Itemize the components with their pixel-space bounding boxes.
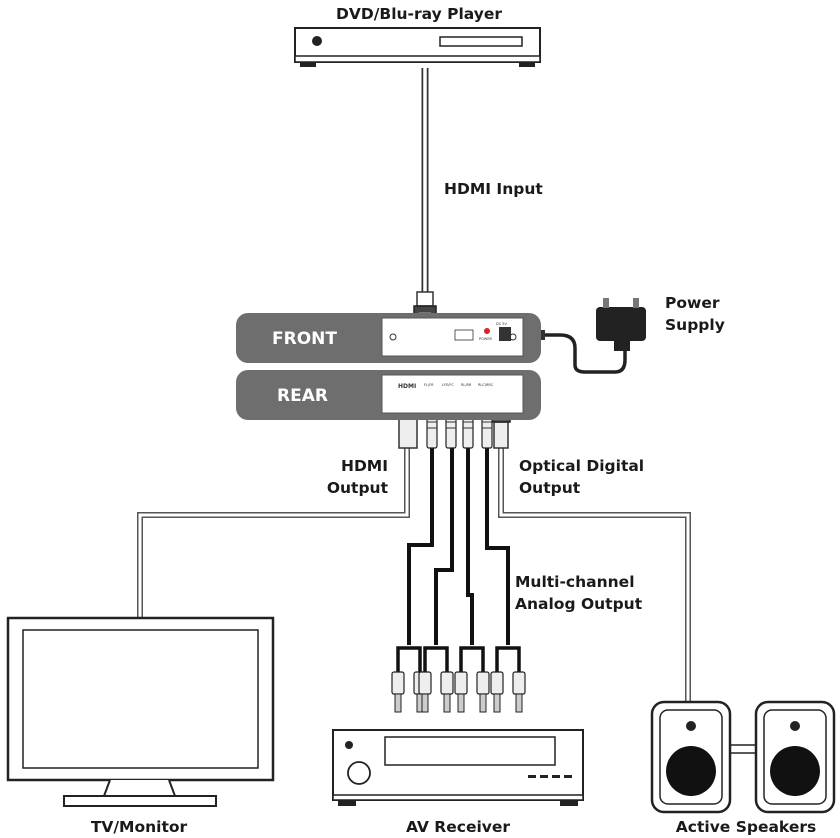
rear-hdmi-logo: HDMI xyxy=(398,383,416,390)
rear-label: REAR xyxy=(277,386,328,406)
power-port-label: DC 5V xyxy=(496,322,507,326)
tv-screen xyxy=(22,629,259,769)
power-supply xyxy=(596,298,646,351)
receiver-label: AV Receiver xyxy=(406,818,510,836)
rear-port-fl: FL/FR xyxy=(424,383,434,387)
optical-output-label-1: Optical Digital xyxy=(519,457,644,475)
speakers-label: Active Speakers xyxy=(676,818,816,836)
optical-output-label-2: Output xyxy=(519,479,581,497)
analog-output-cables xyxy=(407,448,510,645)
power-led-label: POWER xyxy=(479,337,493,341)
player-label: DVD/Blu-ray Player xyxy=(336,5,502,23)
optical-output-cable xyxy=(491,395,691,702)
front-panel: POWER DC 5V xyxy=(236,313,541,363)
volume-knob-icon xyxy=(347,761,371,785)
rear-port-rlc: RLC/RRC xyxy=(478,383,494,387)
av-receiver xyxy=(332,729,584,806)
power-supply-label-2: Supply xyxy=(665,316,725,334)
front-label: FRONT xyxy=(272,329,337,349)
hdmi-output-label-2: Output xyxy=(327,479,389,497)
analog-output-label-2: Analog Output xyxy=(515,595,643,613)
receiver-display xyxy=(384,736,556,766)
active-speakers xyxy=(650,700,836,814)
rear-panel: HDMI FL/FR LFE/FC RL/RR RLC/RRC xyxy=(236,370,541,420)
tv-monitor xyxy=(6,616,275,807)
receiver-power-icon xyxy=(345,741,353,749)
hdmi-output-cable xyxy=(137,393,421,618)
left-speaker xyxy=(650,700,732,814)
hdmi-input-cable xyxy=(413,68,437,347)
rear-port-rl: RL/RR xyxy=(461,383,472,387)
player-power-icon xyxy=(312,36,322,46)
rear-port-lfe: LFE/FC xyxy=(442,383,454,387)
rca-plug-pairs xyxy=(391,646,526,713)
right-speaker xyxy=(754,700,836,814)
dvd-player xyxy=(294,27,541,67)
hdmi-output-label-1: HDMI xyxy=(341,457,388,475)
hdmi-input-label: HDMI Input xyxy=(444,180,543,198)
tv-label: TV/Monitor xyxy=(91,818,188,836)
power-led-icon xyxy=(484,328,490,334)
analog-output-label-1: Multi-channel xyxy=(515,573,635,591)
power-supply-label-1: Power xyxy=(665,294,720,312)
disc-tray xyxy=(439,36,523,47)
